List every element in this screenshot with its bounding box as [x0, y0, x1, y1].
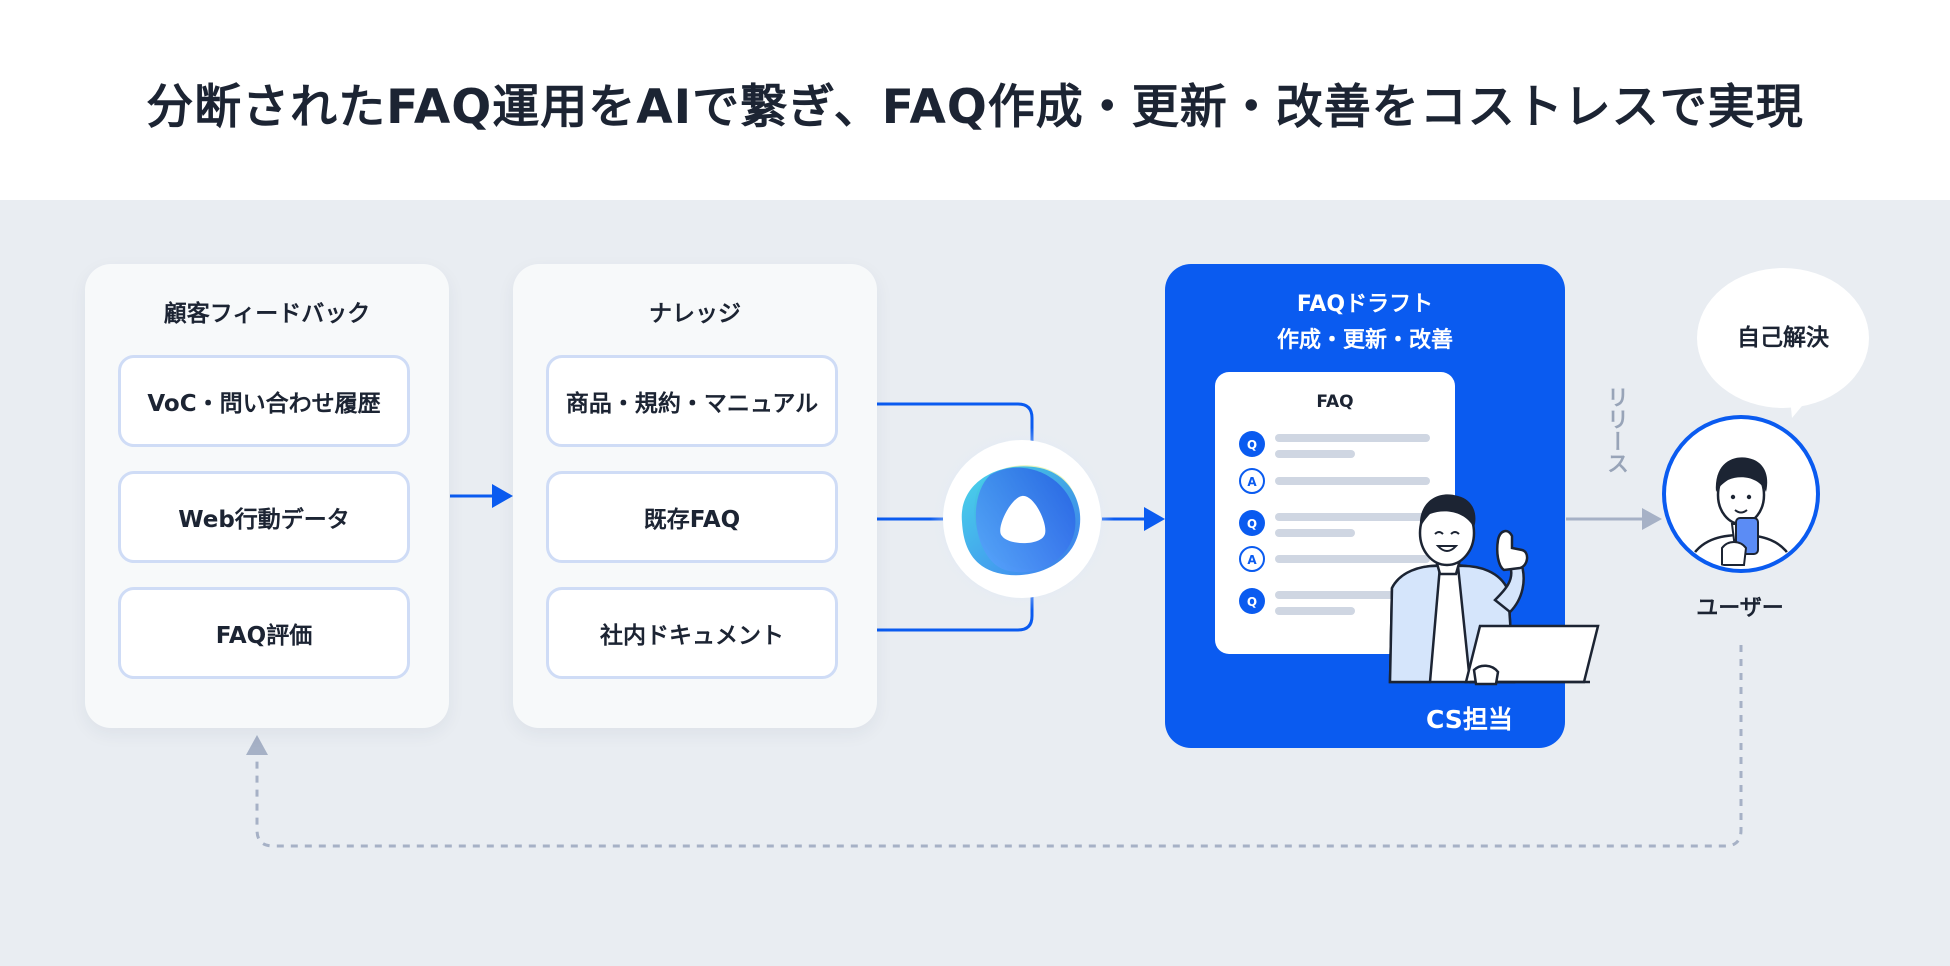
- self-resolution-bubble: 自己解決: [1737, 325, 1829, 351]
- faq-draft-title: FAQドラフト: [1296, 292, 1434, 317]
- svg-text:Q: Q: [1247, 438, 1257, 452]
- arrowhead-feedback-to-knowledge: [492, 484, 513, 508]
- feedback-item-faq-eval: FAQ評価: [118, 587, 410, 679]
- feedback-panel-title: 顧客フィードバック: [163, 301, 371, 327]
- arrowhead-hub-to-draft: [1144, 507, 1165, 531]
- qa-row-q1: Q: [1239, 431, 1430, 458]
- arrowhead-release: [1642, 508, 1662, 530]
- feedback-loop-arrowhead: [246, 735, 268, 755]
- qa-row-q2: Q: [1239, 510, 1430, 537]
- knowledge-panel-title: ナレッジ: [649, 301, 741, 327]
- header: 分断されたFAQ運用をAIで繋ぎ、FAQ作成・更新・改善をコストレスで実現: [0, 0, 1950, 200]
- page-title: 分断されたFAQ運用をAIで繋ぎ、FAQ作成・更新・改善をコストレスで実現: [146, 79, 1804, 135]
- faq-card-title: FAQ: [1316, 392, 1354, 412]
- knowledge-item-internal-docs: 社内ドキュメント: [546, 587, 838, 679]
- cs-staff-label: CS担当: [1426, 705, 1513, 734]
- line-knowledge-top-to-hub: [844, 402, 1034, 444]
- user-person-icon: [1680, 457, 1802, 568]
- knowledge-item-products: 商品・規約・マニュアル: [546, 355, 838, 447]
- release-label: リリース: [1603, 386, 1628, 474]
- qa-row-a2: A: [1239, 546, 1430, 572]
- qa-row-a1: A: [1239, 468, 1430, 494]
- feedback-item-web: Web行動データ: [118, 471, 410, 563]
- user-avatar: [1662, 415, 1820, 573]
- svg-text:A: A: [1247, 475, 1257, 489]
- svg-text:A: A: [1247, 553, 1257, 567]
- svg-text:Q: Q: [1247, 595, 1257, 609]
- knowledge-item-existing-faq: 既存FAQ: [546, 471, 838, 563]
- feedback-loop-line: [255, 645, 1743, 848]
- knowledge-panel: ナレッジ 商品・規約・マニュアル 既存FAQ 社内ドキュメント: [513, 264, 877, 728]
- speech-bubble: [1697, 268, 1869, 418]
- faq-draft-subtitle: 作成・更新・改善: [1276, 328, 1453, 353]
- feedback-item-voc: VoC・問い合わせ履歴: [118, 355, 410, 447]
- svg-text:Q: Q: [1247, 517, 1257, 531]
- cs-staff-person-icon: [1388, 494, 1600, 686]
- line-knowledge-bottom-to-hub: [844, 594, 1034, 632]
- user-label: ユーザー: [1696, 596, 1784, 621]
- feedback-panel: 顧客フィードバック VoC・問い合わせ履歴 Web行動データ FAQ評価: [85, 264, 449, 728]
